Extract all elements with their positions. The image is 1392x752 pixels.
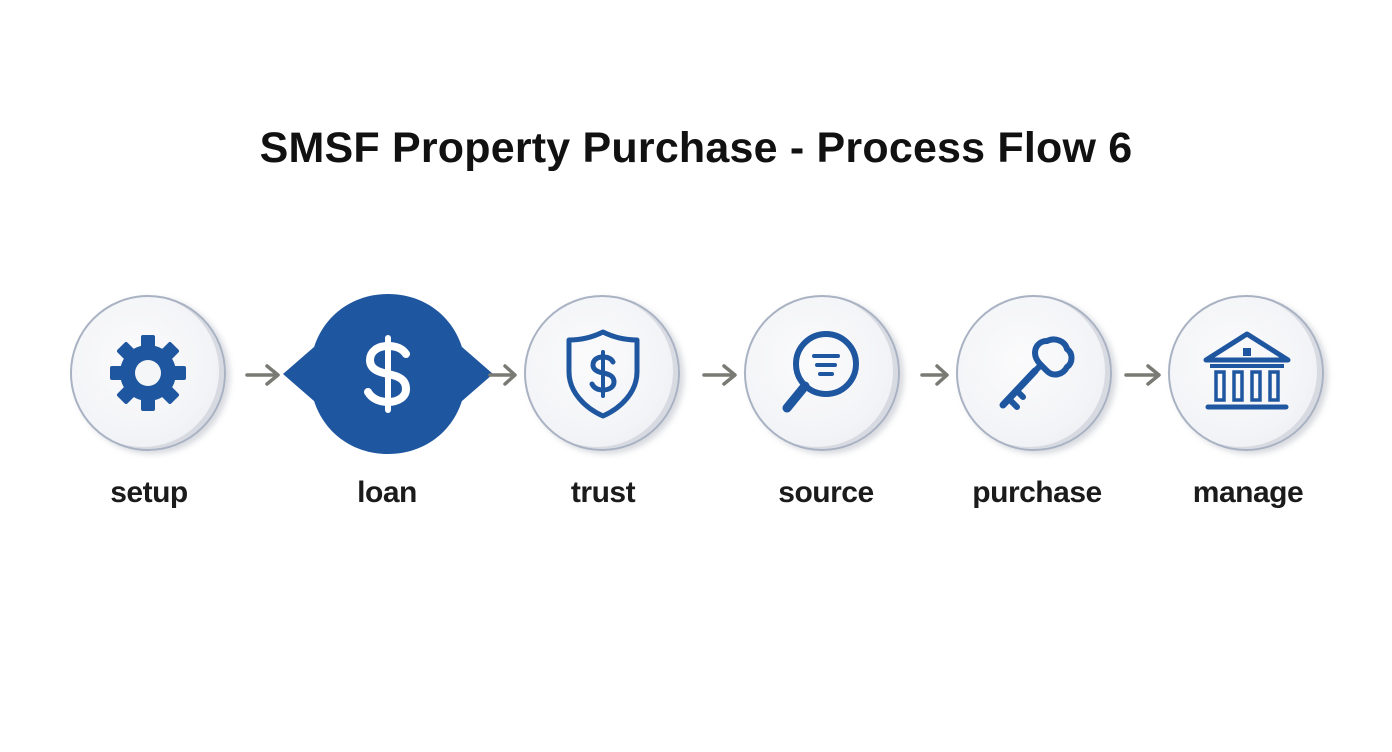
step-source-label: source <box>778 476 874 509</box>
arrow-right-icon <box>920 364 949 386</box>
arrow-right-icon <box>702 364 737 386</box>
bank-icon <box>1203 331 1291 410</box>
dollar-icon <box>364 335 411 413</box>
step-setup-label: setup <box>110 476 188 509</box>
diagram-title: SMSF Property Purchase - Process Flow 6 <box>259 124 1133 172</box>
step-manage-node <box>1168 295 1324 451</box>
arrow-right-icon <box>488 364 517 386</box>
shield-dollar-icon <box>566 329 640 419</box>
step-trust-label: trust <box>570 476 636 509</box>
step-purchase-label: purchase <box>972 476 1102 509</box>
step-loan-label: loan <box>357 476 417 509</box>
arrow-right-icon <box>245 364 280 386</box>
magnifier-icon <box>782 331 859 413</box>
key-icon <box>999 336 1075 410</box>
step-manage-label: manage <box>1192 476 1304 509</box>
arrow-right-icon <box>1124 364 1161 386</box>
gear-icon <box>110 335 186 411</box>
